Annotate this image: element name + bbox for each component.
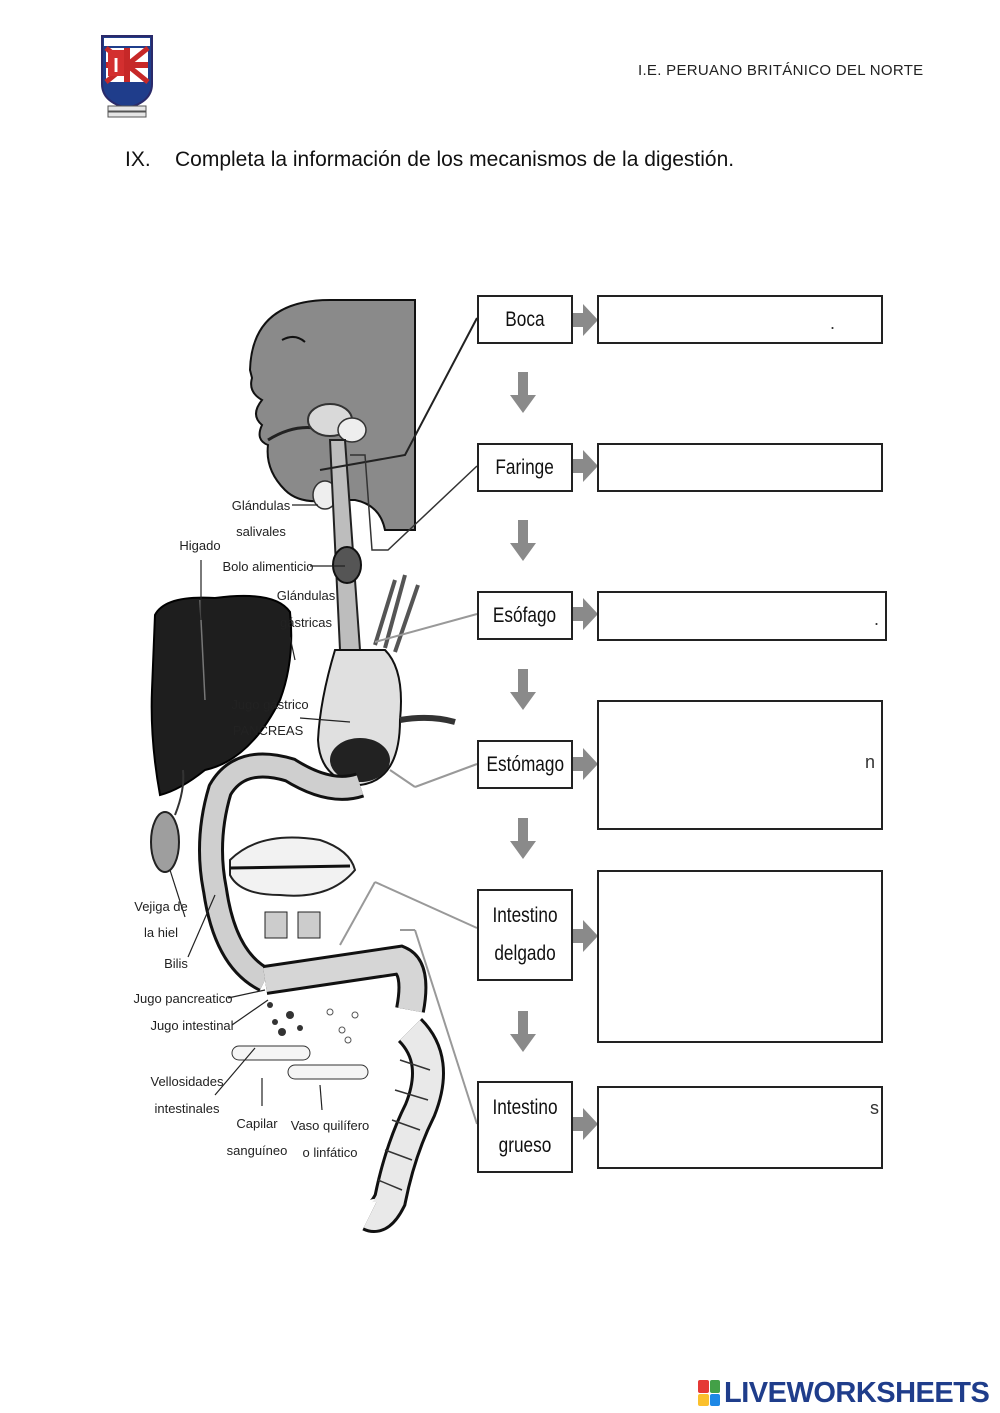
liveworksheets-text: LIVEWORKSHEETS	[724, 1376, 990, 1409]
label-vejiga-1: Vejiga de	[134, 899, 188, 914]
label-glandulas-gastricas-1: Glándulas	[277, 588, 336, 603]
label-glandulas-salivales-2: salivales	[236, 524, 286, 539]
label-capilar-1: Capilar	[236, 1116, 278, 1131]
question-number: IX.	[125, 148, 151, 171]
answer-box-boca[interactable]: .	[597, 295, 883, 344]
label-vellosidades-1: Vellosidades	[151, 1074, 224, 1089]
label-vaso-2: o linfático	[303, 1145, 358, 1160]
stage-faringe: Faringe	[477, 443, 573, 492]
answer-box-faringe[interactable]	[597, 443, 883, 492]
label-jugo-pancreatico: Jugo pancreatico	[133, 991, 232, 1006]
answer-fragment: n	[864, 752, 875, 772]
question-text: Completa la información de los mecanismo…	[175, 148, 735, 171]
label-jugo-intestinal: Jugo intestinal	[150, 1018, 233, 1033]
answer-box-esofago[interactable]: .	[597, 591, 887, 641]
label-higado: Higado	[179, 538, 220, 553]
label-jugo-gastrico: Jugo gástrico	[231, 697, 308, 712]
answer-box-estomago[interactable]: n	[597, 700, 883, 830]
svg-text:I: I	[113, 55, 119, 77]
answer-fragment: s	[870, 1098, 879, 1118]
label-pancreas: PANCREAS	[233, 723, 304, 738]
label-bolo: Bolo alimenticio	[222, 559, 313, 574]
answer-fragment: .	[829, 313, 835, 333]
stage-estomago: Estómago	[477, 740, 573, 789]
label-bilis: Bilis	[164, 956, 188, 971]
question-title: IX. Completa la información de los mecani…	[125, 148, 734, 172]
stage-intestino-grueso: Intestino grueso	[477, 1081, 573, 1173]
answer-fragment: .	[873, 609, 879, 629]
label-glandulas-gastricas-2: gástricas	[280, 615, 333, 630]
stage-intestino-delgado: Intestino delgado	[477, 889, 573, 981]
liveworksheets-logo: LIVEWORKSHEETS	[698, 1376, 990, 1410]
stage-boca: Boca	[477, 295, 573, 344]
school-crest-icon: I	[101, 35, 153, 118]
liveworksheets-mark-icon	[698, 1380, 720, 1406]
stage-esofago: Esófago	[477, 591, 573, 640]
label-vejiga-2: la hiel	[144, 925, 178, 940]
label-glandulas-salivales-1: Glándulas	[232, 498, 291, 513]
label-vaso-1: Vaso quilífero	[291, 1118, 370, 1133]
answer-box-intestino-grueso[interactable]: s	[597, 1086, 883, 1169]
label-capilar-2: sanguíneo	[227, 1143, 288, 1158]
school-name: I.E. PERUANO BRITÁNICO DEL NORTE	[638, 62, 924, 79]
answer-box-intestino-delgado[interactable]	[597, 870, 883, 1043]
label-vellosidades-2: intestinales	[154, 1101, 220, 1116]
